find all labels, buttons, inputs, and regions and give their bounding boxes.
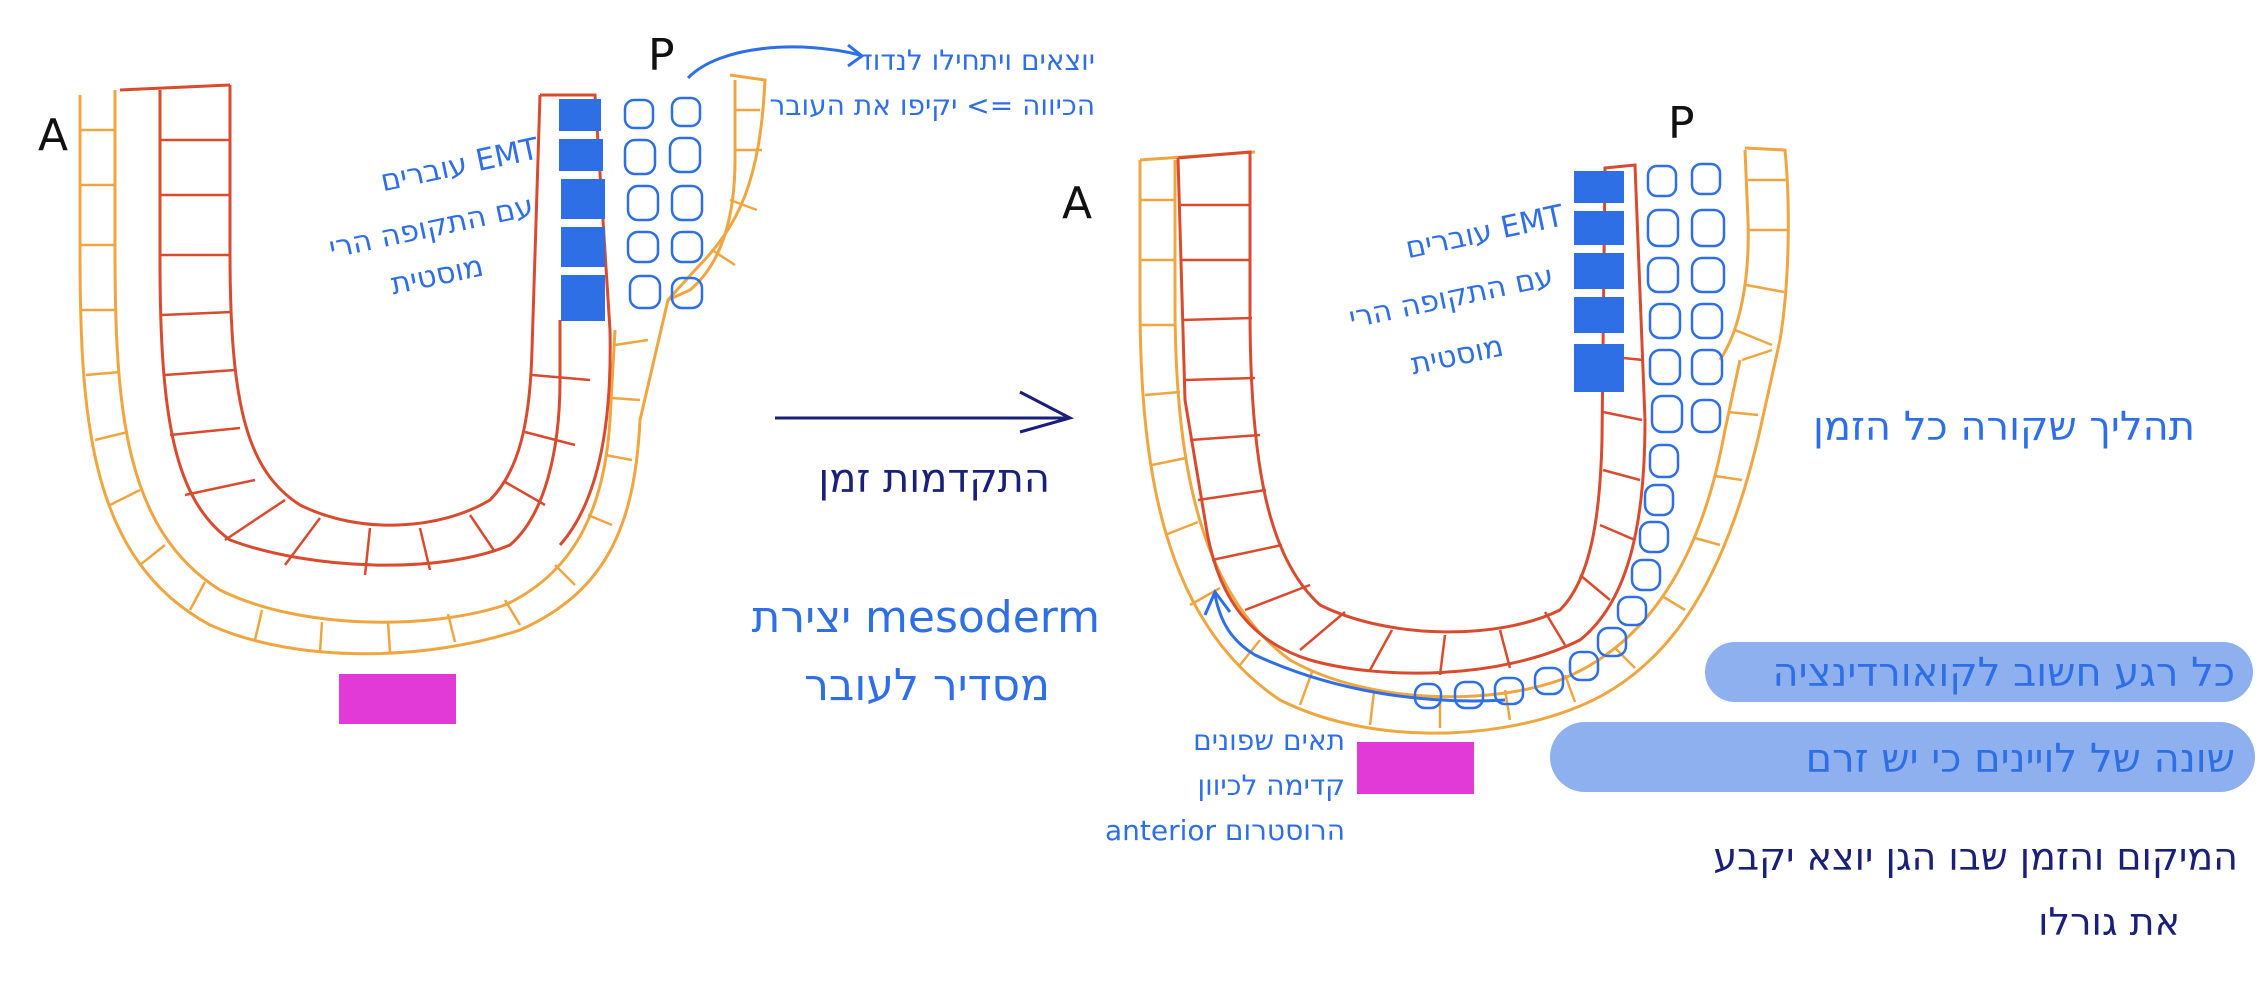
anterior-note-line2: קדימה לכיוון	[1198, 769, 1346, 802]
left-endoderm-inner-wall	[158, 90, 562, 567]
left-label-a: A	[38, 110, 68, 161]
top-note-line1: יוצאים ויתחילו לנדוד	[857, 44, 1095, 77]
left-endoderm-ticks	[160, 138, 591, 576]
right-endoderm-ticks	[1180, 203, 1644, 676]
top-note: יוצאים ויתחילו לנדוד הכיווה => יקיפו את …	[770, 44, 1096, 122]
left-ectoderm-outer	[78, 73, 767, 656]
left-emt-note-line1: עוברים EMT	[377, 131, 542, 199]
left-emt-cells	[559, 99, 605, 321]
left-endoderm-u-inner	[228, 94, 542, 527]
time-arrow	[775, 390, 1075, 434]
highlight-note-1: כל רגע חשוב לקואורדינציה	[1773, 650, 2235, 696]
highlight-band-2	[1550, 722, 2255, 792]
top-note-line2: הכיווה => יקיפו את העובר	[770, 89, 1096, 122]
right-embryo	[1138, 146, 1790, 794]
mesoderm-note: יצירת mesoderm מסדיר לעובר	[752, 592, 1101, 711]
process-note: תהליך שקורה כל הזמן	[1813, 404, 2195, 450]
left-label-p: P	[648, 30, 675, 81]
anterior-note-line3: anterior הרוסטרום	[1105, 814, 1345, 847]
left-ectoderm-tail	[667, 80, 737, 302]
anterior-arrowhead	[1203, 589, 1232, 616]
top-note-connector	[686, 45, 861, 80]
top-note-arrowhead	[847, 43, 865, 68]
right-emt-note: עוברים EMT עם התקופה הרי מוסטית	[1346, 198, 1568, 382]
left-emt-note: עוברים EMT עם התקופה הרי מוסטית	[326, 131, 543, 302]
left-node	[339, 674, 456, 724]
right-ectoderm-inner	[1173, 160, 1742, 699]
mesoderm-note-line2: מסדיר לעובר	[804, 660, 1050, 711]
right-node	[1357, 742, 1474, 794]
right-emt-note-line1: עוברים EMT	[1402, 198, 1567, 266]
anterior-note-line1: תאים שפונים	[1193, 724, 1345, 757]
bottom-note-line2: את גורלו	[2038, 900, 2180, 944]
left-emt-note-line3: מוסטית	[388, 249, 487, 303]
right-emt-cells	[1574, 171, 1624, 392]
right-ectoderm-tail	[1718, 149, 1750, 361]
time-arrow-caption: התקדמות זמן	[818, 456, 1050, 502]
mesoderm-note-line1: יצירת mesoderm	[752, 592, 1101, 643]
highlight-note-2: שונה של לויינים כי יש זרם	[1806, 736, 2235, 782]
right-label-p: P	[1668, 98, 1695, 149]
right-endoderm-left-wall	[1176, 150, 1647, 675]
anterior-note: תאים שפונים קדימה לכיוון anterior הרוסטר…	[1105, 724, 1345, 847]
right-ectoderm-ticks	[1140, 178, 1788, 728]
left-emt-note-line2: עם התקופה הרי	[326, 189, 537, 267]
highlight-band-1	[1705, 642, 2253, 702]
right-emt-note-line2: עם התקופה הרי	[1346, 259, 1557, 337]
right-emt-note-line3: מוסטית	[1408, 329, 1507, 383]
right-label-a: A	[1062, 178, 1092, 229]
left-ectoderm-inner	[113, 90, 617, 624]
anterior-migration-arrow	[1213, 594, 1506, 703]
bottom-note: המיקום והזמן שבו הגן יוצא יקבע את גורלו	[1713, 835, 2238, 944]
left-endoderm-outer	[119, 83, 231, 92]
right-ectoderm-outer	[1138, 146, 1790, 735]
left-embryo	[78, 73, 767, 724]
right-mesoderm-cells	[1413, 162, 1726, 710]
left-mesoderm-cells	[623, 96, 704, 310]
left-ectoderm-ticks	[80, 108, 762, 653]
bottom-note-line1: המיקום והזמן שבו הגן יוצא יקבע	[1713, 835, 2238, 879]
left-endoderm-right-wall	[540, 93, 612, 546]
